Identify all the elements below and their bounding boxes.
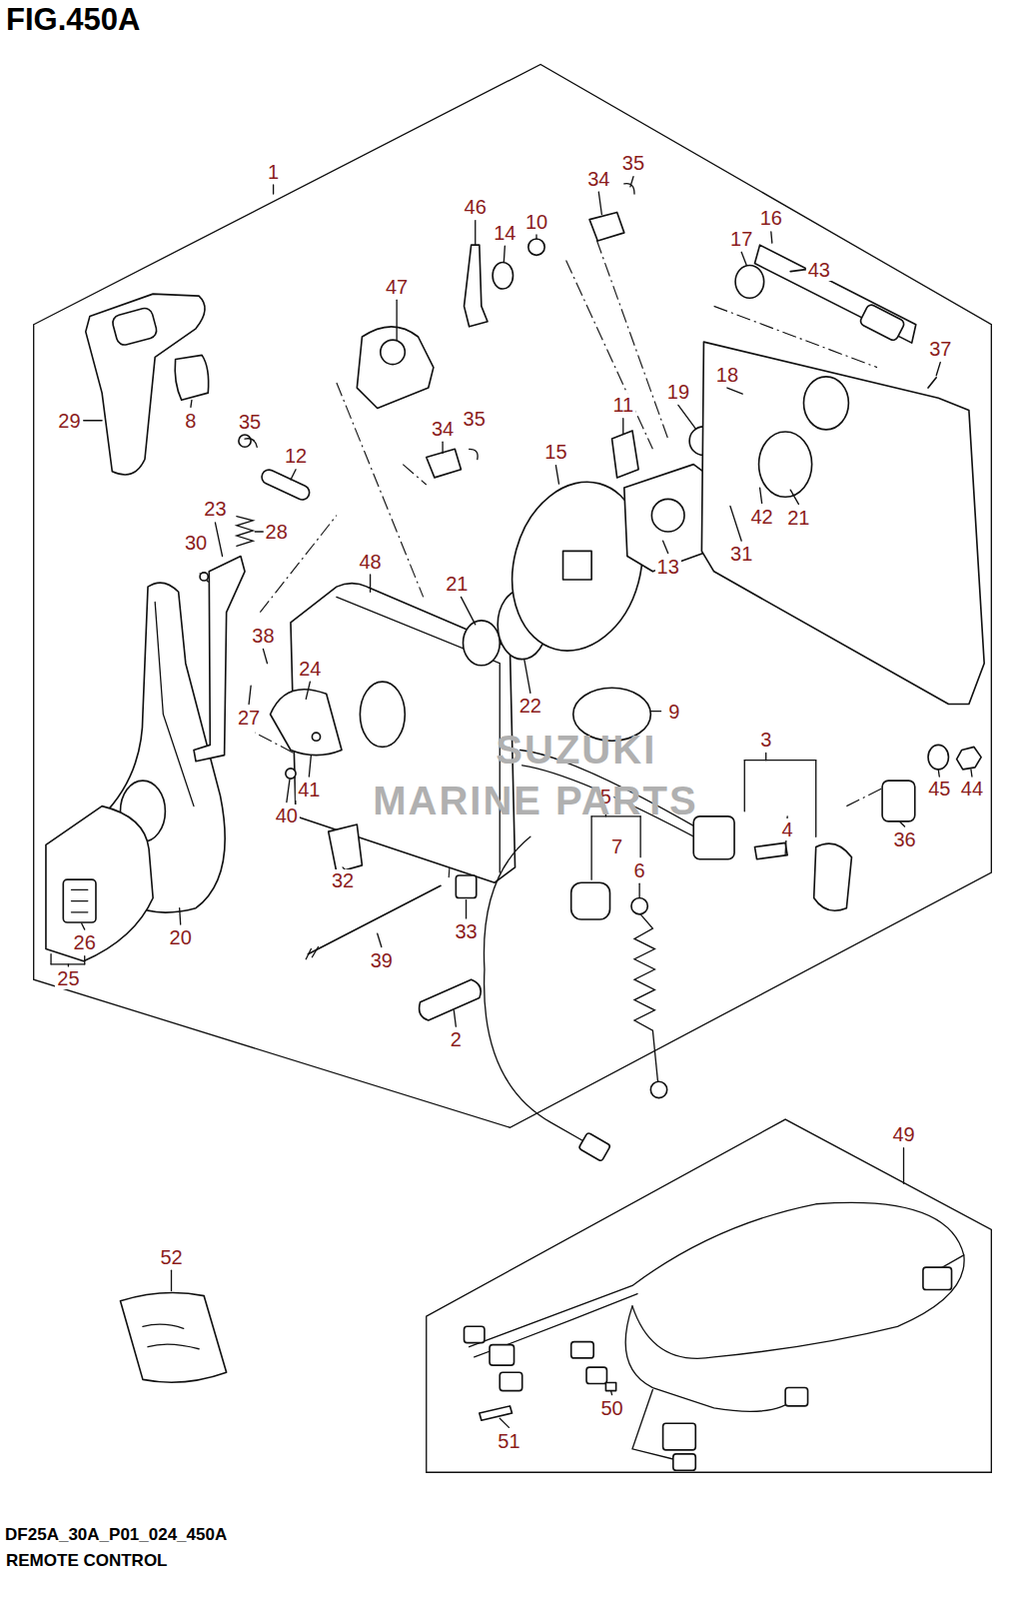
callout-number: 10 (523, 210, 550, 233)
figure-caption: REMOTE CONTROL (5, 1550, 168, 1571)
callout-number: 34 (429, 417, 456, 440)
callout-number: 32 (329, 869, 356, 892)
callout-number: 36 (891, 828, 918, 851)
figure-title: FIG.450A (5, 1, 140, 38)
callout-number: 47 (383, 275, 410, 298)
callout-number: 43 (806, 258, 833, 281)
callout-number: 21 (443, 572, 470, 595)
leader-lines (67, 176, 973, 1428)
callout-number: 11 (610, 393, 636, 416)
callout-number: 37 (927, 337, 954, 360)
callout-number: 22 (517, 694, 544, 717)
callout-number: 49 (890, 1122, 917, 1145)
callout-number: 33 (452, 920, 479, 943)
throttle-parts (244, 183, 635, 478)
callout-number: 44 (959, 777, 986, 800)
callout-number: 23 (201, 497, 228, 520)
callout-number: 50 (598, 1396, 625, 1419)
assembly-outline (33, 63, 993, 1127)
callout-number: 4 (780, 818, 796, 841)
callout-number: 9 (666, 700, 682, 723)
callout-number: 38 (249, 624, 276, 647)
callout-number: 41 (295, 778, 322, 801)
callout-number: 7 (609, 835, 625, 858)
drawing-code: DF25A_30A_P01_024_450A (4, 1524, 227, 1545)
bag-print (142, 1323, 199, 1349)
callout-number: 14 (491, 221, 518, 244)
callout-number: 39 (368, 949, 395, 972)
callout-number: 19 (665, 380, 692, 403)
watermark: MARINE PARTS (372, 778, 698, 824)
callout-number: 26 (71, 931, 98, 954)
callout-number: 45 (926, 777, 953, 800)
watermark: SUZUKI (495, 727, 657, 773)
parts-bag (119, 1292, 226, 1383)
callout-number: 27 (235, 706, 262, 729)
callout-number: 35 (461, 407, 488, 430)
switches (483, 687, 982, 1161)
control-lever (45, 582, 225, 965)
callout-number: 29 (55, 409, 82, 432)
callout-number: 25 (54, 967, 81, 990)
harness-outline (426, 1118, 993, 1472)
callout-number: 28 (263, 520, 290, 543)
callout-number: 15 (542, 440, 569, 463)
callout-number: 40 (273, 804, 300, 827)
callout-number: 42 (748, 505, 775, 528)
control-housing (270, 466, 662, 1021)
callout-number: 6 (632, 859, 648, 882)
callout-number: 24 (296, 657, 323, 680)
callout-number: 21 (785, 506, 812, 529)
callout-number: 8 (182, 409, 198, 432)
callout-number: 20 (167, 926, 194, 949)
handle-grip (85, 293, 209, 475)
callout-number: 12 (282, 444, 309, 467)
wire-harness (464, 1201, 966, 1470)
callout-number: 51 (495, 1429, 522, 1452)
callout-number: 35 (620, 151, 647, 174)
callout-number: 35 (236, 410, 263, 433)
side-cover (701, 244, 985, 704)
callout-number: 48 (356, 550, 383, 573)
callout-number: 13 (655, 555, 682, 578)
callout-number: 1 (265, 160, 281, 183)
callout-number: 46 (462, 195, 489, 218)
callout-number: 52 (157, 1245, 184, 1268)
callout-number: 17 (728, 227, 755, 250)
callout-number: 2 (448, 1027, 464, 1050)
callout-number: 30 (182, 531, 209, 554)
callout-number: 16 (758, 206, 785, 229)
callout-number: 18 (714, 363, 741, 386)
callout-number: 3 (758, 728, 774, 751)
callout-number: 31 (728, 542, 755, 565)
callout-number: 34 (585, 167, 612, 190)
